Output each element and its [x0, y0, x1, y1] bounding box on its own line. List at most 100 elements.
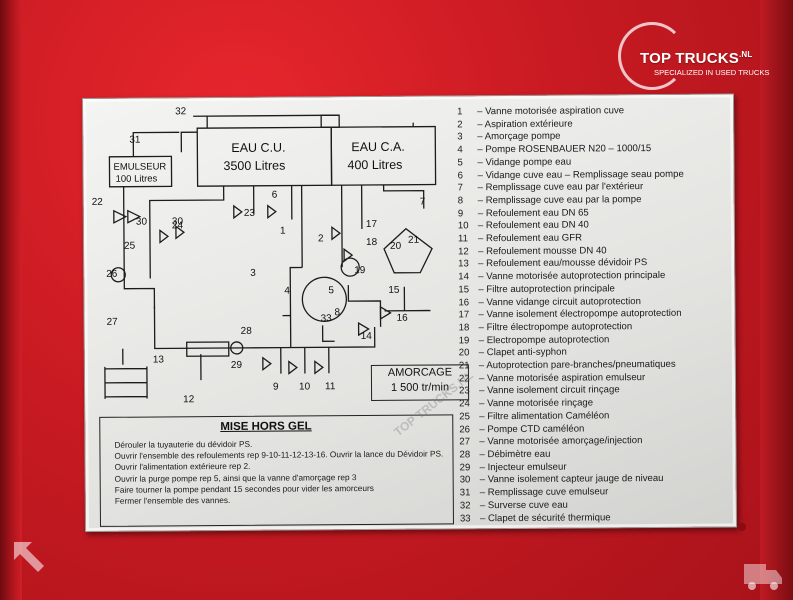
diagram-label: 27 [107, 317, 119, 328]
tank-cu-name: EAU C.U. [231, 141, 285, 155]
legend-item-number: 12 [458, 246, 469, 258]
legend-item-text: – Filtre autoprotection principale [478, 283, 615, 296]
body-panel-seam-right [760, 0, 793, 600]
legend-item-text: – Pompe CTD caméléon [479, 423, 585, 435]
diagram-label: 12 [183, 394, 195, 405]
legend-item-text: – Remplissage cuve eau par l'extérieur [477, 181, 644, 194]
truck-icon [744, 564, 782, 590]
legend-item-number: 19 [458, 334, 470, 347]
autoprotection-ring [383, 227, 433, 274]
legend-item: 33– Clapet de sécurité thermique [460, 511, 732, 526]
legend-item-text: – Filtre électropompe autoprotection [478, 321, 633, 334]
logo-title: TOP TRUCKS.NL [640, 50, 752, 67]
legend-item-text: – Remplissage cuve eau par la pompe [477, 194, 642, 207]
legend-item-number: 6 [457, 169, 463, 181]
diagram-label: 14 [361, 331, 373, 342]
legend-item-text: – Vidange pompe eau [477, 156, 572, 169]
legend-item-number: 11 [457, 233, 468, 245]
diagram-label: 29 [231, 360, 243, 371]
legend-item-number: 18 [458, 322, 470, 334]
legend-item-text: – Refoulement eau DN 40 [477, 219, 589, 232]
legend-item-number: 13 [458, 258, 469, 270]
diagram-label: 26 [106, 269, 118, 280]
legend-item-text: – Vidange cuve eau – Remplissage seau po… [477, 168, 684, 181]
body-panel-seam-left [0, 0, 22, 600]
component-legend: 1 – Vanne motorisée aspiration cuve 2 – Asp… [457, 104, 732, 525]
logo-arc-icon [618, 22, 686, 90]
legend-item-text: – Clapet anti-syphon [478, 346, 567, 359]
legend-item-text: – Surverse cuve eau [479, 499, 568, 512]
diagram-label: 19 [354, 265, 366, 276]
legend-item-text: – Refoulement eau DN 65 [477, 207, 589, 219]
diagram-label: 10 [299, 381, 311, 392]
emulseur-name: EMULSEUR [113, 161, 166, 172]
diagram-label: 33 [321, 313, 333, 324]
diagram-label: 31 [129, 135, 141, 146]
diagram-label: 9 [273, 382, 279, 393]
legend-item-number: 33 [459, 512, 471, 524]
legend-item-number: 8 [457, 195, 464, 207]
legend-item-text: – Vanne isolement électropompe autoprote… [478, 308, 682, 321]
legend-item-number: 3 [457, 131, 463, 143]
tank-ca-capacity: 400 Litres [347, 158, 402, 172]
logo-suffix: .NL [738, 50, 753, 59]
diagram-label: 32 [175, 106, 187, 117]
legend-item-number: 1 [457, 106, 463, 118]
mise-hors-gel-step: Fermer l'ensemble des vannes. [114, 494, 231, 506]
legend-item-number: 2 [457, 119, 463, 131]
legend-item-text: – Vanne motorisée aspiration cuve [477, 105, 625, 118]
legend-item-text: – Aspiration extérieure [477, 118, 573, 130]
legend-item-number: 29 [459, 461, 471, 474]
legend-item-text: – Pompe ROSENBAUER N20 – 1000/15 [477, 143, 652, 156]
legend-item-number: 14 [458, 271, 469, 283]
diagram-label: 20 [390, 241, 402, 252]
diagram-label: 6 [272, 190, 278, 201]
logo-title-text: TOP TRUCKS [640, 50, 739, 67]
legend-item-number: 10 [457, 220, 469, 232]
legend-item-number: 17 [458, 309, 470, 321]
diagram-label: 1 [280, 226, 286, 237]
diagram-label: 11 [325, 381, 336, 392]
legend-item-number: 5 [457, 157, 463, 169]
legend-item-number: 32 [459, 500, 471, 512]
legend-item-number: 27 [459, 436, 471, 448]
legend-item-text: – Vanne motorisée amorçage/injection [479, 435, 643, 448]
legend-item-text: – Electropompe autoprotection [478, 333, 610, 346]
legend-item-number: 4 [457, 144, 463, 156]
legend-item-text: – Vanne isolement capteur jauge de nivea… [479, 473, 664, 486]
legend-item-text: – Refoulement eau/mousse dévidoir PS [478, 257, 648, 270]
legend-item-text: – Autoprotection pare-branches/pneumatiq… [478, 358, 676, 372]
hydraulic-diagram: EAU C.U. 3500 Litres EAU C.A. 400 Litres… [92, 106, 437, 405]
diagram-label: 7 [420, 197, 426, 208]
legend-item-text: – Débimètre eau [479, 448, 551, 461]
legend-item-text: – Remplissage cuve emulseur [479, 486, 609, 499]
tank-ca-box [330, 125, 437, 186]
legend-item-number: 26 [459, 423, 471, 435]
legend-item-text: – Vanne vidange circuit autoprotection [478, 295, 641, 308]
diagram-label: 16 [397, 313, 409, 324]
diagram-label: 2 [318, 233, 324, 244]
tank-cu-capacity: 3500 Litres [223, 159, 285, 173]
legend-item-number: 20 [458, 347, 470, 359]
logo-tagline: SPECIALIZED IN USED TRUCKS [654, 68, 770, 77]
legend-item-number: 7 [457, 182, 464, 194]
rivet-hole [738, 523, 746, 531]
diagram-label: 22 [92, 197, 104, 208]
diagram-label: 5 [328, 285, 334, 296]
top-trucks-logo: TOP TRUCKS.NL SPECIALIZED IN USED TRUCKS [618, 22, 793, 92]
corner-arrow-icon [14, 542, 44, 572]
legend-item-number: 30 [459, 474, 471, 486]
legend-item-number: 15 [458, 284, 470, 296]
legend-item-number: 9 [457, 207, 464, 220]
legend-item-text: – Filtre alimentation Caméléon [479, 410, 610, 423]
pump-circle [301, 276, 348, 322]
emulseur-capacity: 100 Litres [116, 173, 158, 184]
legend-item-text: – Vanne isolement circuit rinçage [479, 384, 620, 397]
legend-item-text: – Refoulement mousse DN 40 [478, 245, 607, 257]
legend-item-text: – Refoulement eau GFR [477, 232, 583, 245]
diagram-label: 18 [366, 237, 378, 248]
diagram-label: 15 [388, 285, 400, 296]
diagram-label: 17 [366, 219, 378, 230]
diagram-label: 30 [136, 217, 148, 228]
